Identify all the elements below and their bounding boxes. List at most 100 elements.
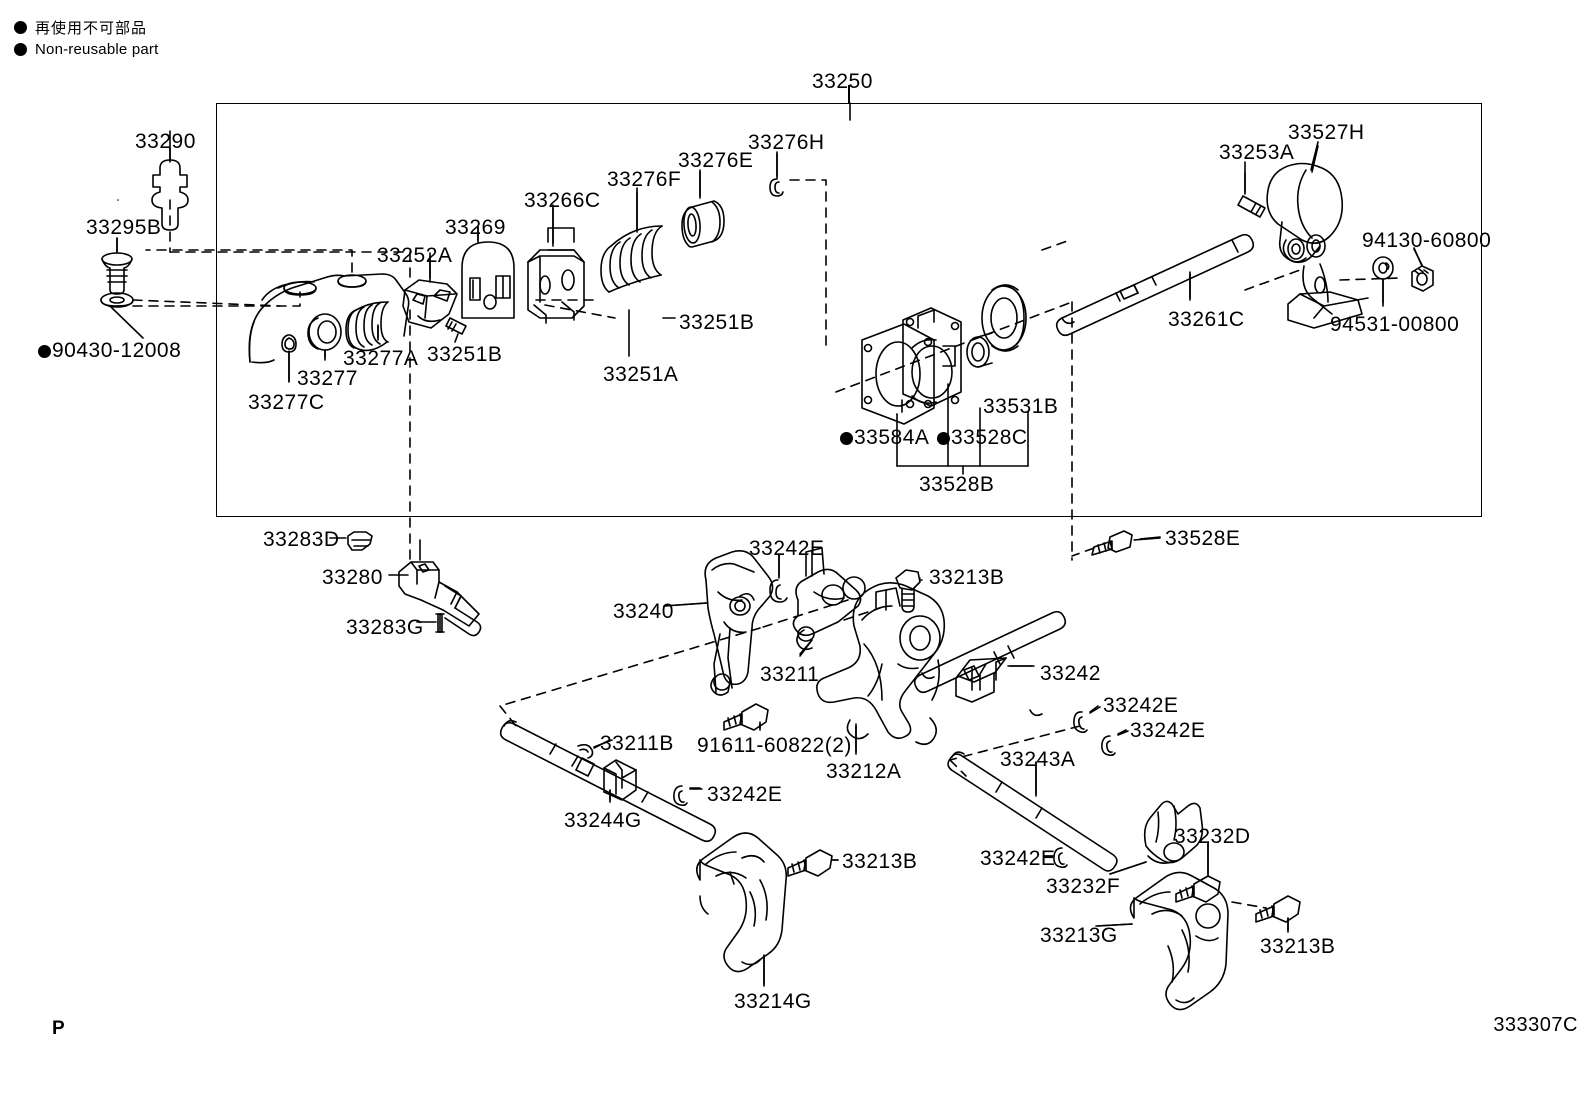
callout-label-text: 94130-60800 — [1362, 229, 1492, 252]
legend-row-english: Non-reusable part — [14, 38, 158, 60]
callout-label-text: 33240 — [613, 600, 674, 623]
callout-33250: 33250 — [812, 70, 873, 93]
callout-33214G: 33214G — [734, 991, 812, 1012]
callout-33251B-right: 33251B — [679, 312, 754, 333]
callout-label-text: 91611-60822(2) — [697, 734, 852, 757]
callout-33261C: 33261C — [1168, 309, 1245, 330]
callout-94531-00800: 94531-00800 — [1330, 314, 1459, 335]
callout-label-text: 33214G — [734, 990, 812, 1013]
callout-33277A: 33277A — [343, 348, 418, 369]
legend-english-text: Non-reusable part — [35, 40, 159, 58]
callout-33283D: 33283D — [263, 529, 340, 550]
callout-label-text: 33584A — [854, 426, 930, 449]
callout-94130-60800: 94130-60800 — [1362, 230, 1491, 251]
callout-33244G: 33244G — [564, 810, 642, 831]
callout-label-text: 33212A — [826, 760, 902, 783]
callout-label-text: 33244G — [564, 809, 642, 832]
callout-label-text: 33276H — [748, 131, 825, 154]
callout-33242E-r1: 33242E — [1103, 695, 1178, 716]
callout-33240: 33240 — [613, 601, 674, 622]
callout-33295B: 33295B — [86, 217, 161, 238]
callout-33266C: 33266C — [524, 190, 601, 211]
callout-33584A: 33584A — [840, 427, 929, 448]
callout-33253A: 33253A — [1219, 142, 1294, 163]
non-reusable-marker-icon — [14, 20, 27, 34]
callout-label-text: 90430-12008 — [52, 339, 182, 362]
callout-label-text: 33242E — [980, 847, 1056, 870]
callout-33213B-mid: 33213B — [842, 851, 917, 872]
callout-33277: 33277 — [297, 368, 358, 389]
callout-33232F: 33232F — [1046, 876, 1120, 897]
callout-label-text: 33283D — [263, 528, 340, 551]
legend-row-japanese: 再使用不可部品 — [14, 16, 158, 38]
non-reusable-marker-icon — [937, 432, 950, 445]
leader-line-33250 — [848, 85, 850, 103]
callout-label-text: 33269 — [445, 216, 506, 239]
callout-label-text: 33251B — [427, 343, 503, 366]
callout-33213G: 33213G — [1040, 925, 1118, 946]
non-reusable-marker-icon — [840, 432, 853, 445]
callout-label-text: 33531B — [983, 395, 1059, 418]
callout-33213B-top: 33213B — [929, 567, 1004, 588]
callout-label-text: 33276F — [607, 168, 682, 191]
callout-label-text: 33242E — [1130, 719, 1206, 742]
callout-33211B: 33211B — [600, 733, 674, 754]
callout-label-text: 33528E — [1165, 527, 1241, 550]
callout-33290: 33290 — [135, 131, 196, 152]
callout-label-text: 33232D — [1174, 825, 1251, 848]
callout-label-text: 33276E — [678, 149, 754, 172]
callout-33527H: 33527H — [1288, 122, 1365, 143]
callout-label-text: 33213B — [842, 850, 918, 873]
callout-33528B: 33528B — [919, 474, 994, 495]
callout-label-text: 33251B — [679, 311, 755, 334]
legend: 再使用不可部品 Non-reusable part — [14, 16, 158, 60]
assembly-group-box-33250 — [216, 103, 1482, 517]
callout-label-text: 33290 — [135, 130, 196, 153]
callout-label-text: 33295B — [86, 216, 162, 239]
corner-marker-p: P — [52, 1018, 65, 1039]
callout-label-text: 33242 — [1040, 662, 1101, 685]
callout-33280: 33280 — [322, 567, 383, 588]
callout-label-text: 33213B — [1260, 935, 1336, 958]
callout-33276F: 33276F — [607, 169, 681, 190]
callout-33242E-bot: 33242E — [980, 848, 1055, 869]
callout-label-text: 33527H — [1288, 121, 1365, 144]
callout-33242E-r2: 33242E — [1130, 720, 1205, 741]
non-reusable-marker-icon — [14, 42, 27, 56]
callout-33276H: 33276H — [748, 132, 825, 153]
callout-label-text: 94531-00800 — [1330, 313, 1460, 336]
callout-label-text: 33213B — [929, 566, 1005, 589]
callout-label-text: 33253A — [1219, 141, 1295, 164]
callout-label-text: 33277A — [343, 347, 419, 370]
callout-33211: 33211 — [760, 664, 819, 685]
callout-90430-12008: 90430-12008 — [38, 340, 181, 361]
callout-33212A: 33212A — [826, 761, 901, 782]
callout-label-text: 33242E — [749, 537, 825, 560]
callout-label-text: 33528C — [951, 426, 1028, 449]
callout-33242: 33242 — [1040, 663, 1101, 684]
callout-33531B: 33531B — [983, 396, 1058, 417]
callout-33276E: 33276E — [678, 150, 753, 171]
callout-33269: 33269 — [445, 217, 506, 238]
callout-label-text: 33213G — [1040, 924, 1118, 947]
callout-label-text: 33252A — [377, 244, 453, 267]
callout-label-text: 33232F — [1046, 875, 1121, 898]
callout-33213B-bot: 33213B — [1260, 936, 1335, 957]
callout-label-text: 33251A — [603, 363, 679, 386]
legend-japanese-text: 再使用不可部品 — [35, 19, 148, 37]
callout-label-text: 33243A — [1000, 748, 1076, 771]
callout-33242E-top: 33242E — [749, 538, 824, 559]
callout-label-text: 33277C — [248, 391, 325, 414]
callout-label-text: 33277 — [297, 367, 358, 390]
callout-label-text: 33261C — [1168, 308, 1245, 331]
drawing-number: 333307C — [1493, 1014, 1578, 1036]
callout-label-text: 33211B — [600, 732, 674, 755]
callout-33232D: 33232D — [1174, 826, 1251, 847]
callout-label-text: 33211 — [760, 663, 820, 686]
callout-33252A: 33252A — [377, 245, 452, 266]
callout-33251B-left: 33251B — [427, 344, 502, 365]
callout-33528C: 33528C — [937, 427, 1028, 448]
non-reusable-marker-icon — [38, 345, 51, 358]
callout-33251A: 33251A — [603, 364, 678, 385]
